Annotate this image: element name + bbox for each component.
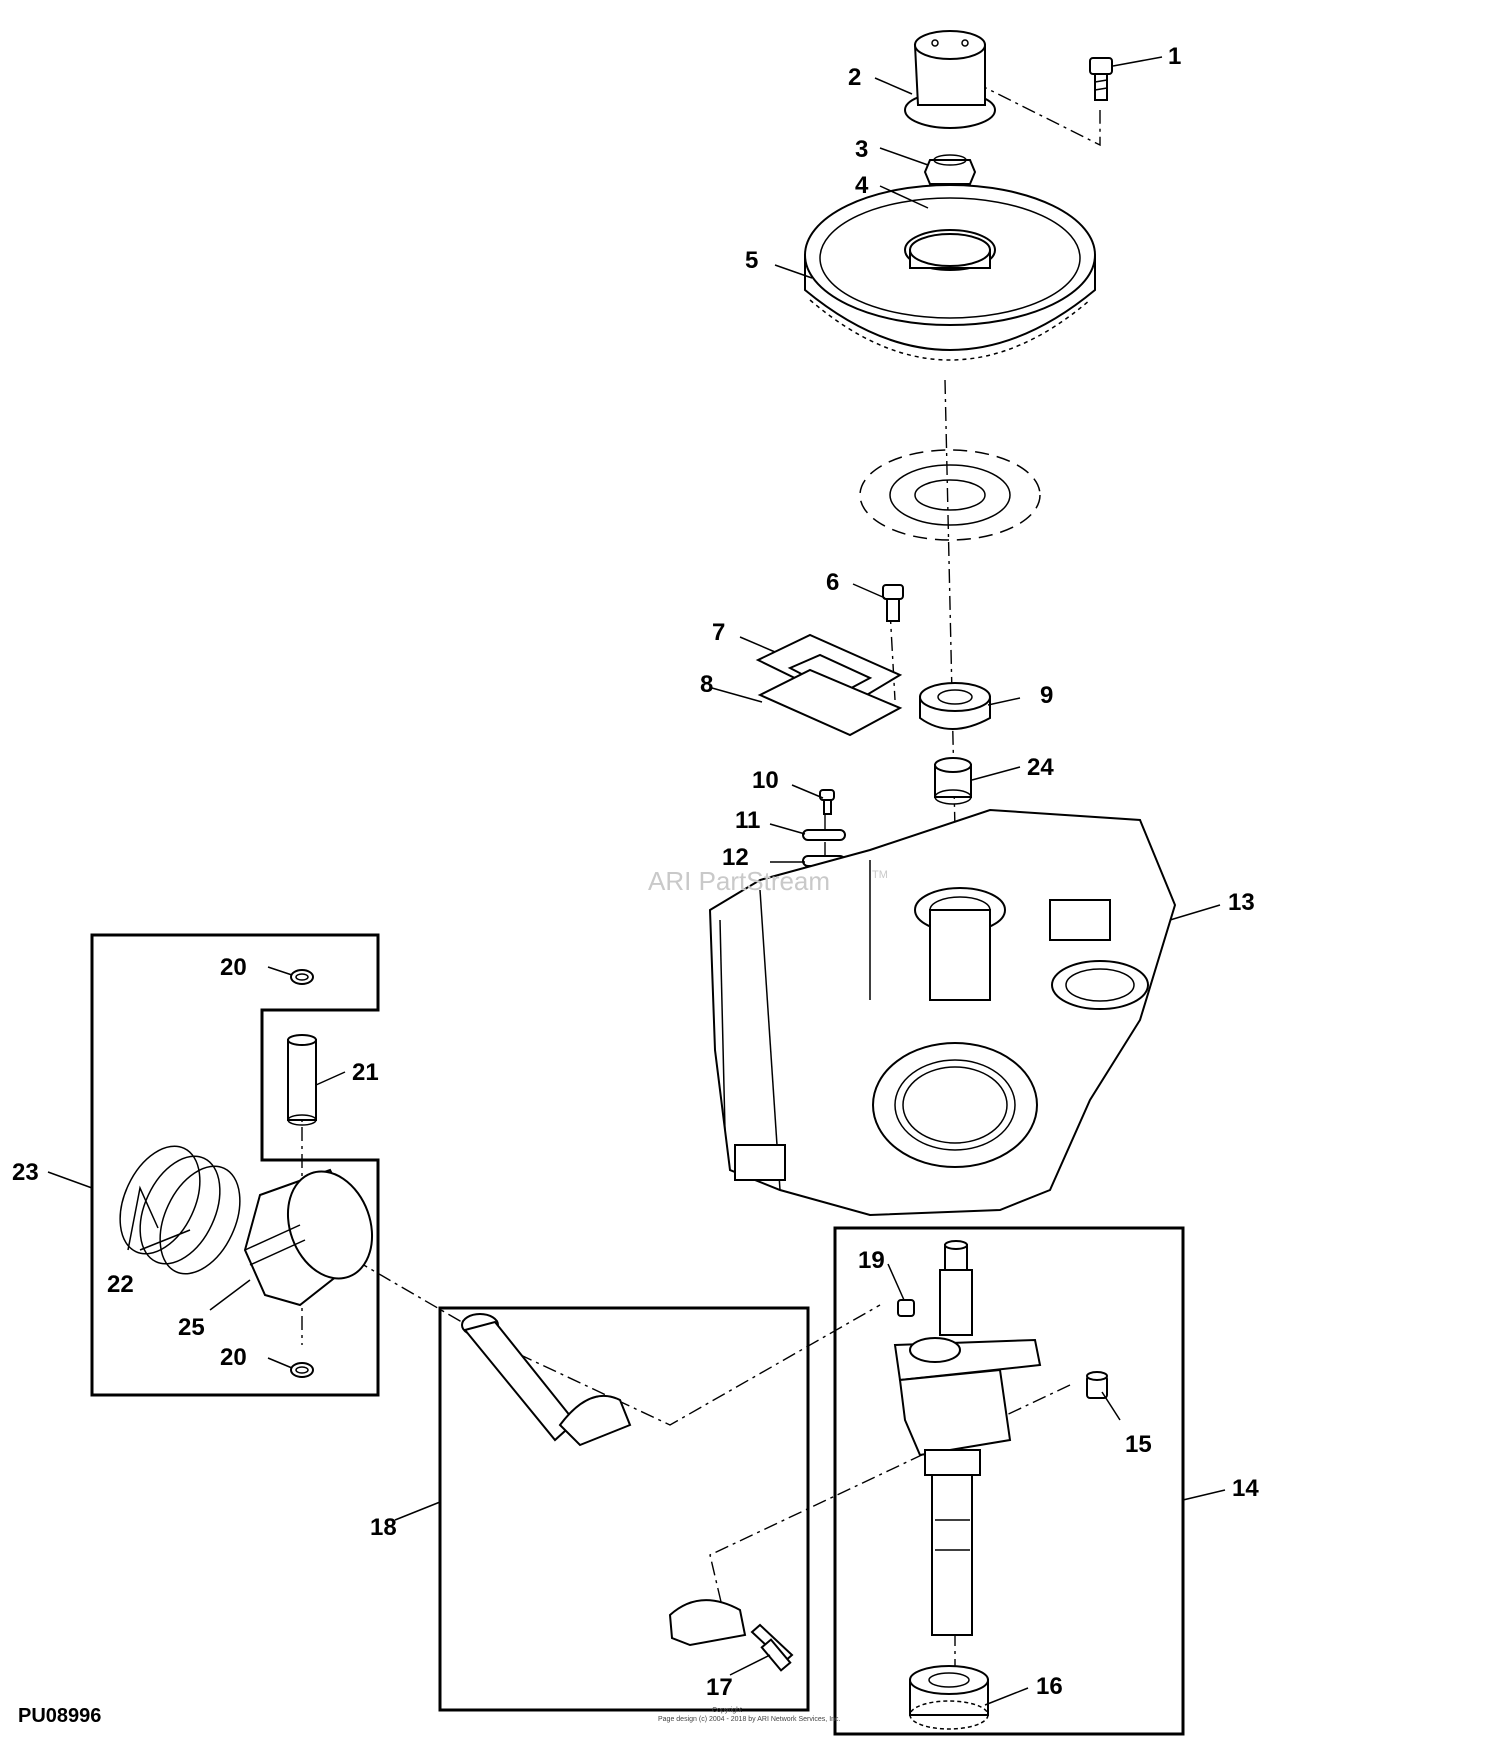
leader-lines <box>47 56 1226 1706</box>
callout-15: 15 <box>1125 1431 1152 1458</box>
flywheel-icon <box>804 184 1096 361</box>
bolt-icon <box>1089 57 1113 101</box>
callout-5: 5 <box>745 247 758 274</box>
watermark: ARI PartStream <box>648 866 830 896</box>
callout-20-top: 20 <box>220 954 247 981</box>
callout-18: 18 <box>370 1514 397 1541</box>
callout-6: 6 <box>826 569 839 596</box>
copyright-line-2: Page design (c) 2004 - 2018 by ARI Netwo… <box>658 1716 841 1723</box>
callout-labels: 1 2 3 4 5 6 7 8 9 10 11 12 13 14 15 16 1… <box>12 43 1259 1701</box>
watermark-trademark: TM <box>872 869 888 881</box>
callout-10: 10 <box>752 767 779 794</box>
rod-bolt-icon <box>760 1638 792 1672</box>
starter-cup-icon <box>904 30 996 129</box>
crankshaft-icon <box>893 1240 1042 1636</box>
copyright-line-1: Copyright <box>712 1707 742 1714</box>
callout-3: 3 <box>855 136 868 163</box>
callout-22: 22 <box>107 1271 134 1298</box>
bushing-icon <box>934 757 972 805</box>
callout-20-bottom: 20 <box>220 1344 247 1371</box>
callout-23: 23 <box>12 1159 39 1186</box>
callout-14: 14 <box>1232 1475 1259 1502</box>
callout-24: 24 <box>1027 754 1054 781</box>
snap-ring-icon <box>290 969 314 985</box>
woodruff-key-icon <box>897 1299 915 1317</box>
callout-9: 9 <box>1040 682 1053 709</box>
callout-17: 17 <box>706 1674 733 1701</box>
bolt-icon <box>882 584 904 622</box>
document-id: PU08996 <box>18 1705 101 1727</box>
piston-icon <box>243 1168 374 1307</box>
callout-21: 21 <box>352 1059 379 1086</box>
crank-gear-icon <box>909 1665 989 1730</box>
callout-11: 11 <box>735 807 760 834</box>
callout-13: 13 <box>1228 889 1255 916</box>
nut-icon <box>923 154 977 185</box>
connecting-rod-icon <box>461 1313 794 1664</box>
connecting-rod-frame <box>438 1306 810 1712</box>
callout-19: 19 <box>858 1247 885 1274</box>
crankshaft-frame <box>833 1226 1185 1736</box>
callout-4: 4 <box>855 172 869 199</box>
piston-rings-icon <box>119 1145 241 1275</box>
callout-16: 16 <box>1036 1673 1063 1700</box>
callout-2: 2 <box>848 64 861 91</box>
callout-25: 25 <box>178 1314 205 1341</box>
callout-1: 1 <box>1168 43 1181 70</box>
bearing-icon <box>919 682 991 730</box>
callout-7: 7 <box>712 619 725 646</box>
crankcase-icon <box>708 808 1177 1217</box>
spring-clip-icon <box>802 829 846 841</box>
piston-assembly-frame <box>90 933 380 1397</box>
snap-ring-icon <box>290 1362 314 1378</box>
callout-12: 12 <box>722 844 749 871</box>
cooling-fan-icon <box>859 449 1041 541</box>
breather-cover-icon <box>755 633 903 737</box>
piston-pin-icon <box>287 1034 317 1126</box>
callout-8: 8 <box>700 671 713 698</box>
screw-icon <box>819 789 835 815</box>
